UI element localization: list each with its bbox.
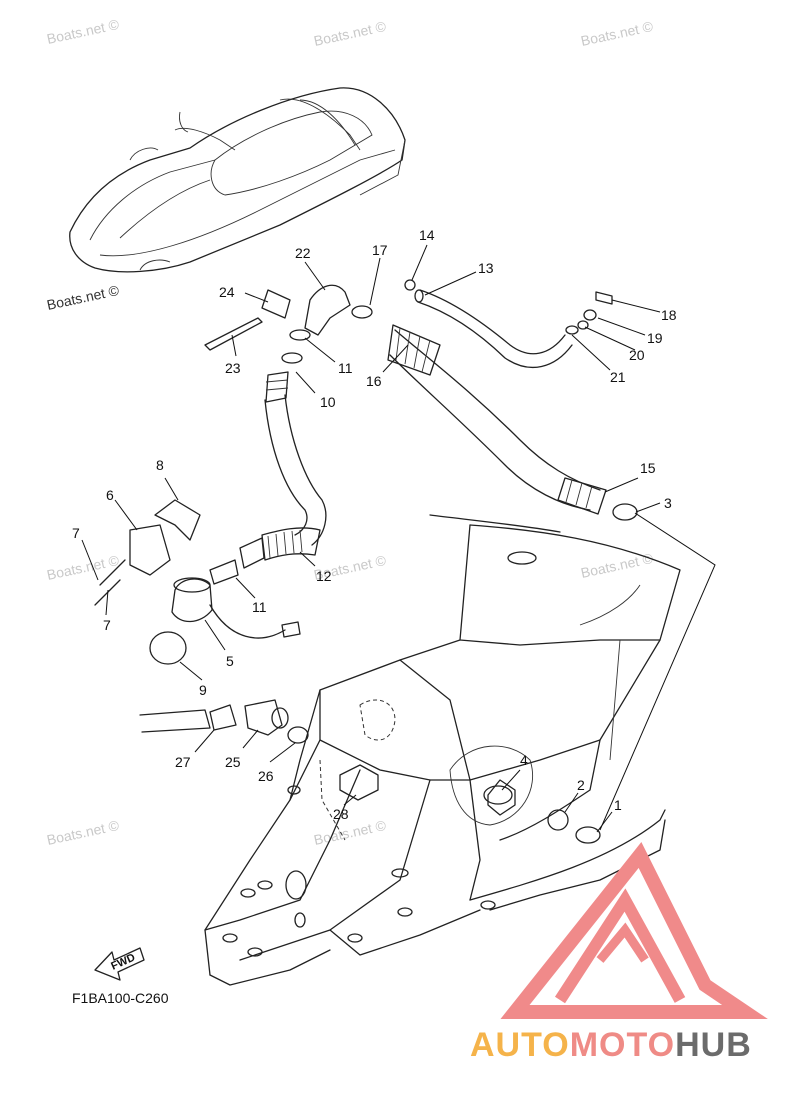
part-number-8[interactable]: 8 xyxy=(156,457,164,473)
part-number-1[interactable]: 1 xyxy=(614,797,622,813)
watermark: Boats.net © xyxy=(45,817,121,848)
part-number-22[interactable]: 22 xyxy=(295,245,311,261)
vent-hose xyxy=(414,289,573,369)
part-number-13[interactable]: 13 xyxy=(478,260,494,276)
watermark: Boats.net © xyxy=(45,282,121,313)
part-number-20[interactable]: 20 xyxy=(629,347,645,363)
part-number-15[interactable]: 15 xyxy=(640,460,656,476)
part-number-21[interactable]: 21 xyxy=(610,369,626,385)
part-number-27[interactable]: 27 xyxy=(175,754,191,770)
part-number-26[interactable]: 26 xyxy=(258,768,274,784)
watermark: Boats.net © xyxy=(579,18,655,49)
part-number-11b[interactable]: 11 xyxy=(252,599,267,615)
part-number-24[interactable]: 24 xyxy=(219,284,235,300)
part-number-25[interactable]: 25 xyxy=(225,754,241,770)
part-number-28[interactable]: 28 xyxy=(333,806,349,822)
hull-bolts xyxy=(222,785,496,957)
brand-logo: AUTOMOTOHUB xyxy=(470,842,768,1064)
forward-arrow: FWD xyxy=(94,947,145,981)
part-number-18[interactable]: 18 xyxy=(661,307,677,323)
fittings-lower xyxy=(139,699,601,844)
logo-text-auto: AUTO xyxy=(470,1026,570,1064)
part-number-16[interactable]: 16 xyxy=(366,373,382,389)
logo-text-moto: MOTO xyxy=(570,1026,675,1064)
watermark: Boats.net © xyxy=(312,817,388,848)
fittings-upper xyxy=(204,279,638,521)
svg-text:AUTOMOTOHUB: AUTOMOTOHUB xyxy=(470,1026,752,1064)
part-number-7b[interactable]: 7 xyxy=(103,617,111,633)
part-number-3[interactable]: 3 xyxy=(664,495,672,511)
part-number-10[interactable]: 10 xyxy=(320,394,336,410)
watermark: Boats.net © xyxy=(579,550,655,581)
part-number-14[interactable]: 14 xyxy=(419,227,435,243)
watermarks: Boats.net © Boats.net © Boats.net © Boat… xyxy=(45,16,655,848)
part-number-9[interactable]: 9 xyxy=(199,682,207,698)
logo-triangle xyxy=(500,842,768,1019)
watermark: Boats.net © xyxy=(312,18,388,49)
part-number-23[interactable]: 23 xyxy=(225,360,241,376)
part-number-17[interactable]: 17 xyxy=(372,242,388,258)
part-number-11a[interactable]: 11 xyxy=(338,360,353,376)
bilge-hose xyxy=(239,352,327,569)
part-number-7a[interactable]: 7 xyxy=(72,525,80,541)
diagram-code: F1BA100-C260 xyxy=(72,990,169,1006)
watermark: Boats.net © xyxy=(45,16,121,47)
watercraft-overview xyxy=(69,87,406,273)
hull-section xyxy=(204,514,681,986)
part-number-19[interactable]: 19 xyxy=(647,330,663,346)
part-labels: 1 2 3 4 5 6 7 7 8 9 10 11 11 12 13 14 15… xyxy=(72,227,677,822)
leader-lines xyxy=(81,244,716,833)
logo-text-hub: HUB xyxy=(675,1026,752,1064)
pump-assembly xyxy=(94,499,301,665)
part-number-4[interactable]: 4 xyxy=(520,752,528,768)
part-number-5[interactable]: 5 xyxy=(226,653,234,669)
watermark: Boats.net © xyxy=(45,552,121,583)
part-number-2[interactable]: 2 xyxy=(577,777,585,793)
main-hose xyxy=(387,324,607,515)
part-number-12[interactable]: 12 xyxy=(316,568,332,584)
part-number-6[interactable]: 6 xyxy=(106,487,114,503)
